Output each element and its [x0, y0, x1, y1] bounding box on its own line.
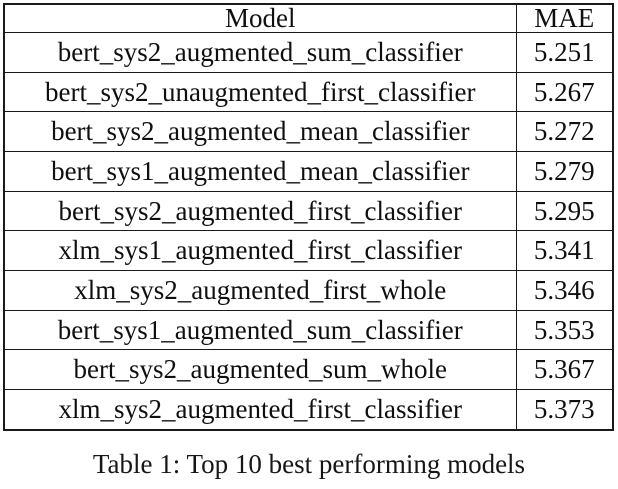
mae-cell: 5.267: [515, 71, 614, 113]
mae-cell: 5.295: [515, 190, 614, 232]
table-row: bert_sys2_unaugmented_first_classifier 5…: [3, 71, 614, 113]
model-cell: bert_sys2_augmented_mean_classifier: [3, 111, 517, 153]
model-cell: bert_sys1_augmented_mean_classifier: [3, 151, 517, 192]
table-header-row: Model MAE: [3, 3, 614, 33]
table-row: bert_sys1_augmented_sum_classifier 5.353: [3, 309, 614, 351]
table-row: xlm_sys2_augmented_first_classifier 5.37…: [3, 389, 614, 431]
table-row: bert_sys2_augmented_sum_whole 5.367: [3, 349, 614, 391]
table-row: bert_sys2_augmented_first_classifier 5.2…: [3, 190, 614, 232]
model-cell: bert_sys2_augmented_sum_whole: [3, 349, 517, 391]
mae-cell: 5.279: [515, 151, 614, 192]
mae-cell: 5.353: [515, 309, 614, 351]
mae-cell: 5.251: [515, 32, 614, 73]
table-row: bert_sys2_augmented_mean_classifier 5.27…: [3, 111, 614, 153]
model-cell: bert_sys2_augmented_first_classifier: [3, 190, 517, 232]
column-header-model: Model: [3, 3, 517, 33]
table-row: bert_sys1_augmented_mean_classifier 5.27…: [3, 151, 614, 192]
column-header-mae: MAE: [515, 3, 614, 33]
table-row: xlm_sys2_augmented_first_whole 5.346: [3, 270, 614, 311]
mae-cell: 5.272: [515, 111, 614, 153]
table-row: bert_sys2_augmented_sum_classifier 5.251: [3, 32, 614, 73]
mae-cell: 5.346: [515, 270, 614, 311]
mae-cell: 5.341: [515, 230, 614, 272]
model-cell: xlm_sys2_augmented_first_classifier: [3, 389, 517, 431]
model-cell: bert_sys1_augmented_sum_classifier: [3, 309, 517, 351]
model-cell: bert_sys2_augmented_sum_classifier: [3, 32, 517, 73]
table-row: xlm_sys1_augmented_first_classifier 5.34…: [3, 230, 614, 272]
model-cell: xlm_sys2_augmented_first_whole: [3, 270, 517, 311]
results-table: Model MAE bert_sys2_augmented_sum_classi…: [3, 3, 614, 431]
model-cell: xlm_sys1_augmented_first_classifier: [3, 230, 517, 272]
mae-cell: 5.373: [515, 389, 614, 431]
mae-cell: 5.367: [515, 349, 614, 391]
table-caption: Table 1: Top 10 best performing models: [92, 449, 526, 479]
model-cell: bert_sys2_unaugmented_first_classifier: [3, 71, 517, 113]
